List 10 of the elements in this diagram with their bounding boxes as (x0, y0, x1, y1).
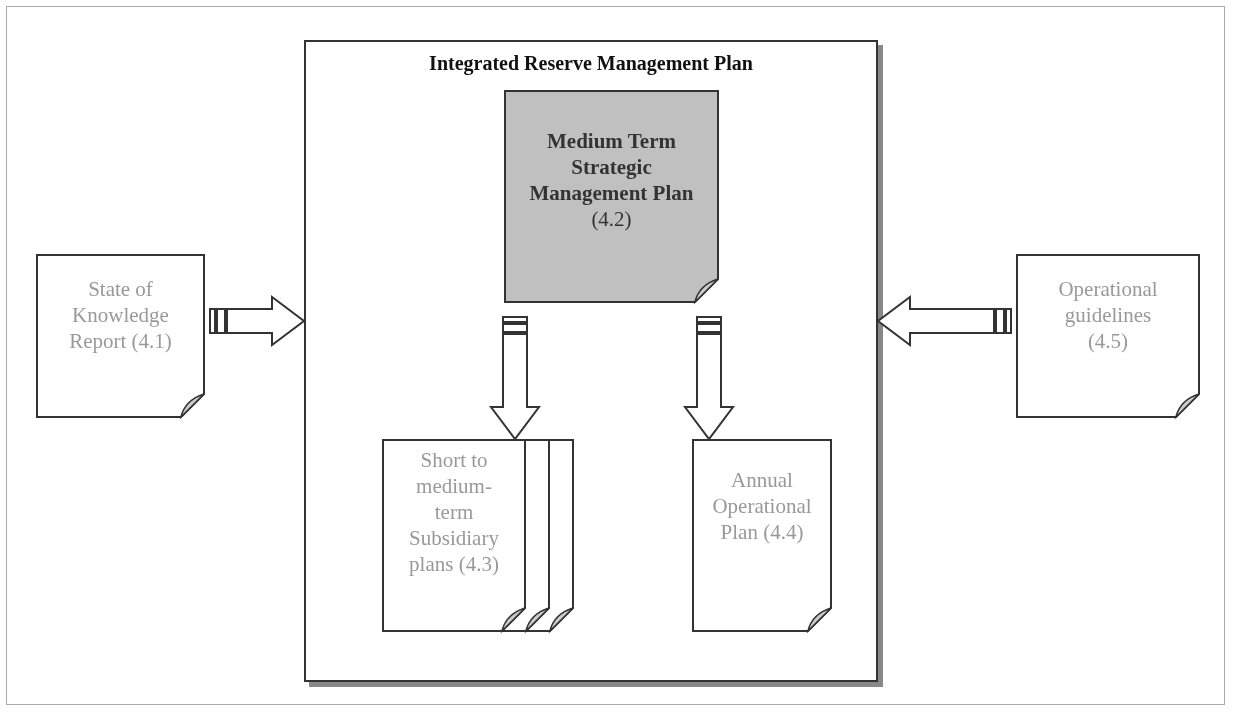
block-arrow (876, 295, 1012, 347)
block-arrow (489, 316, 541, 441)
block-arrow (683, 316, 735, 441)
document-label: Short to medium-term Subsidiary plans (4.3) (408, 447, 500, 577)
document-label: Annual Operational Plan (4.4) (711, 467, 813, 545)
block-arrow (209, 295, 306, 347)
document-label: Medium Term Strategic Management Plan (4.2) (528, 128, 695, 232)
document-label: Operational guidelines (4.5) (1057, 276, 1159, 354)
document-label: State of Knowledge Report (4.1) (68, 276, 173, 354)
frame-title: Integrated Reserve Management Plan (428, 52, 754, 75)
